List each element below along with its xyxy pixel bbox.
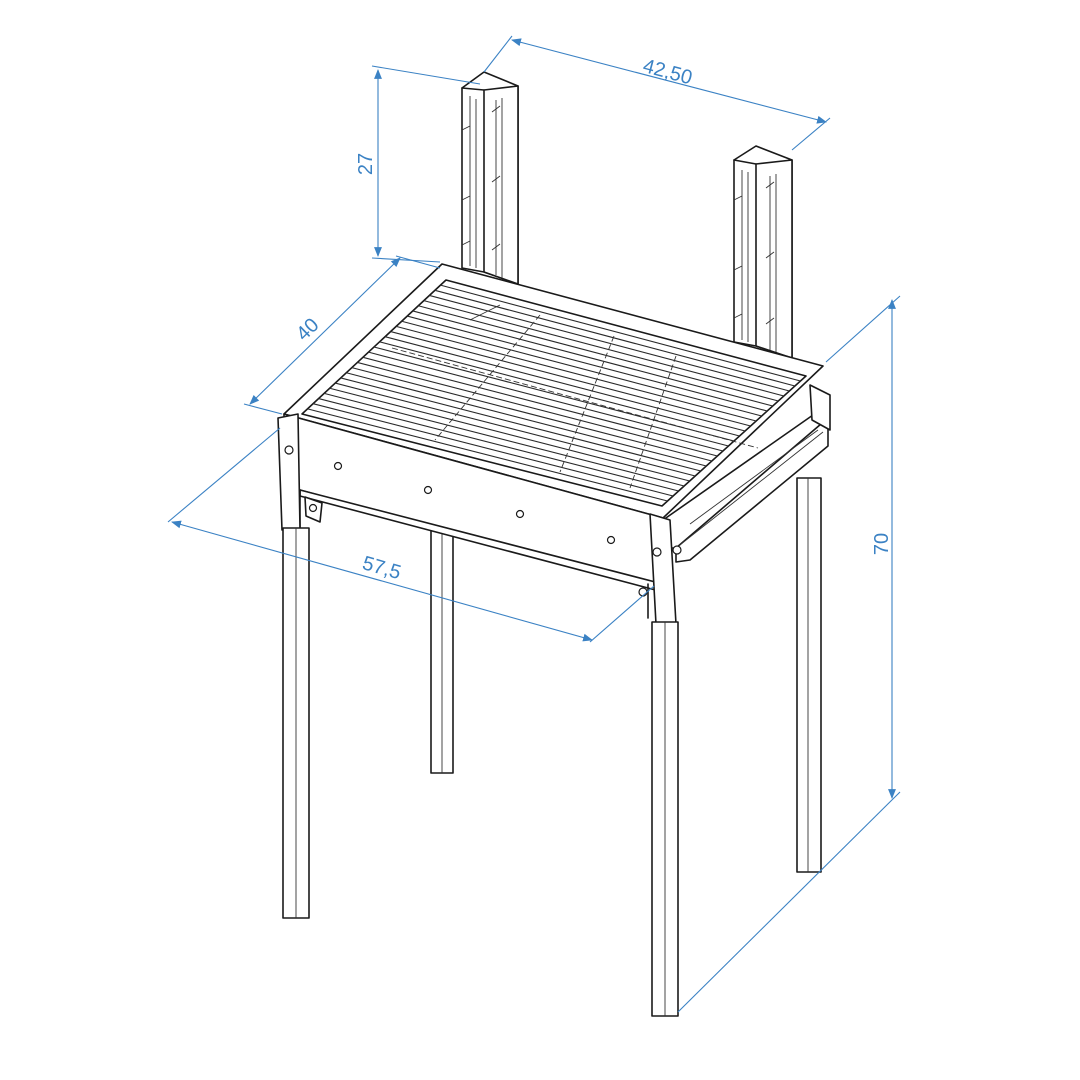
grate-bar	[440, 284, 801, 382]
dimension-label-total-height: 70	[871, 533, 893, 555]
grate-bar	[423, 300, 784, 397]
right-post	[733, 145, 793, 359]
back-left-leg	[430, 524, 454, 774]
bolt-icon	[652, 547, 662, 557]
grate-bar	[434, 289, 796, 387]
grate-bar	[407, 315, 768, 412]
grate-bar	[346, 372, 707, 467]
front-panel-holes	[333, 461, 616, 545]
grate-bar	[379, 341, 740, 437]
grate-bar	[351, 367, 712, 462]
dimension-label-front-width: 57,5	[360, 552, 403, 584]
grate-bar	[401, 320, 762, 417]
bolt-icon	[672, 545, 682, 555]
bolt-icon	[284, 445, 294, 455]
grate-bar	[307, 408, 668, 502]
grate-bar	[390, 331, 751, 427]
grate-bar	[340, 377, 701, 472]
right-side-frame	[662, 384, 831, 563]
grate-bar	[312, 403, 674, 497]
back-right-leg	[796, 477, 822, 873]
grate-bar	[429, 294, 790, 392]
grate-bar	[384, 336, 746, 432]
grate-bar	[368, 351, 729, 447]
grate-bar	[412, 310, 773, 407]
front-right-bracket	[638, 513, 682, 625]
dimension-total-height: 70	[677, 295, 901, 1013]
grate-bar	[357, 361, 718, 457]
left-post	[461, 71, 519, 285]
grate-bars	[307, 284, 801, 502]
grate-bar	[324, 392, 685, 487]
grate-bar	[396, 325, 757, 422]
dimension-top-width: 42,50	[483, 35, 831, 151]
grate-bar	[362, 356, 724, 452]
front-right-leg	[651, 621, 679, 1017]
bolt-icon	[638, 587, 648, 597]
dimension-label-top-width: 42,50	[641, 55, 695, 89]
front-left-leg	[282, 527, 310, 919]
dimension-label-post-height: 27	[355, 153, 377, 175]
bolt-icon	[308, 503, 318, 513]
grate-bar	[318, 398, 679, 492]
grate-bar	[418, 305, 779, 402]
dimension-label-depth: 40	[292, 314, 323, 345]
